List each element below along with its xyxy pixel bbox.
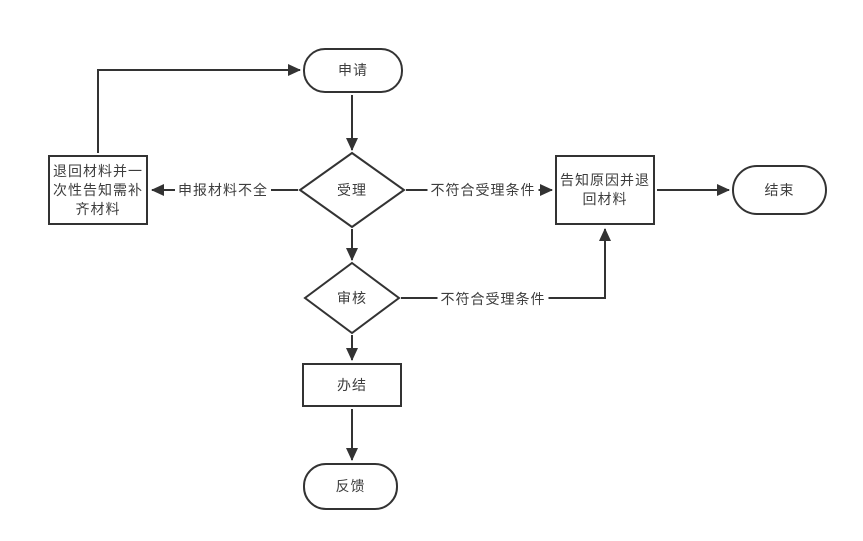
node-notify-reason-label: 告知原因并退 回材料 xyxy=(560,172,650,207)
edge-label-review-not-met: 不符合受理条件 xyxy=(437,289,549,309)
node-notify-reason: 告知原因并退 回材料 xyxy=(555,155,655,225)
review-diamond xyxy=(303,261,401,335)
node-apply: 申请 xyxy=(303,48,403,93)
node-feedback: 反馈 xyxy=(303,463,398,510)
node-review-label: 审核 xyxy=(337,290,367,306)
node-accept-label: 受理 xyxy=(337,182,367,198)
node-return-materials: 退回材料并一 次性告知需补 齐材料 xyxy=(48,155,148,225)
edge-review-to-notify-reason xyxy=(401,228,611,299)
node-complete-label: 办结 xyxy=(337,376,367,393)
accept-diamond xyxy=(298,151,406,229)
node-feedback-label: 反馈 xyxy=(335,478,366,494)
node-apply-label: 申请 xyxy=(338,62,368,78)
node-end-label: 结束 xyxy=(764,181,795,198)
node-complete: 办结 xyxy=(302,363,402,407)
node-return-materials-label: 退回材料并一 次性告知需补 齐材料 xyxy=(53,162,143,217)
edge-return-to-apply xyxy=(97,64,301,153)
edge-label-accept-not-met: 不符合受理条件 xyxy=(427,180,539,200)
edge-label-materials-incomplete: 申报材料不全 xyxy=(175,180,271,200)
node-end: 结束 xyxy=(732,165,827,215)
